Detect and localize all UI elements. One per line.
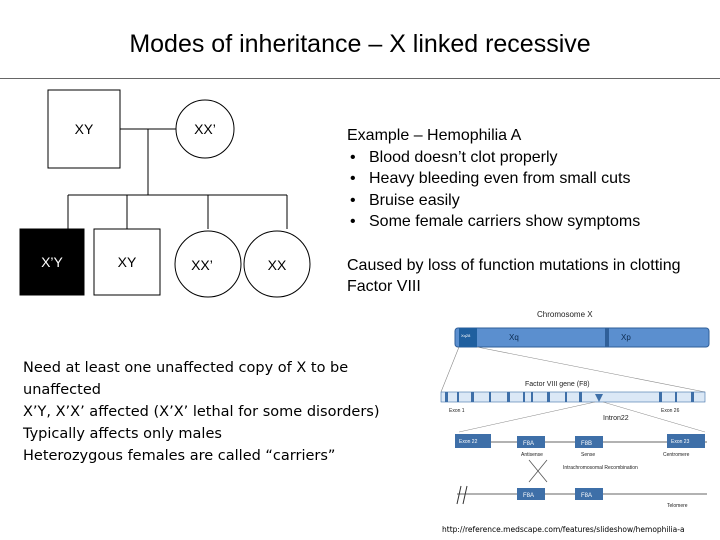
exon23-label: Exon 23	[671, 439, 690, 445]
symptom-list: Blood doesn’t clot properly Heavy bleedi…	[347, 147, 640, 233]
symptom-item: Heavy bleeding even from small cuts	[347, 168, 640, 190]
pedigree-lines	[67, 128, 288, 229]
centromere-mark	[605, 328, 609, 347]
child-3-label: XX’	[191, 257, 213, 273]
f8a-label-3: F8A	[581, 493, 592, 499]
exon-marks	[445, 392, 694, 402]
telomere-label: Telomere	[667, 503, 688, 509]
exon26-label: Exon 26	[661, 408, 680, 414]
f8a-box-1	[517, 436, 545, 448]
note-line: unaffected	[23, 382, 101, 398]
example-heading: Example – Hemophilia A	[347, 127, 522, 144]
centromere-label: Centromere	[663, 452, 690, 458]
f8a-box-3	[575, 488, 603, 500]
pedigree-diagram: XY XX’ X’Y XY XX’ XX	[19, 89, 311, 298]
note-line: X’Y, X’X’ affected (X’X’ lethal for some…	[23, 404, 380, 420]
notes-section: Need at least one unaffected copy of X t…	[23, 357, 380, 467]
zoom-line-right	[476, 346, 706, 393]
cause-text: Caused by loss of function mutations in …	[347, 257, 681, 295]
mother-circle	[175, 99, 235, 159]
break-mark-1	[456, 485, 462, 505]
source-url[interactable]: http://reference.medscape.com/features/s…	[442, 525, 685, 534]
factor-viii-figure: Chromosome X Xq28 Xq Xp Factor VIII gene…	[440, 310, 710, 509]
page-title: Modes of inheritance – X linked recessiv…	[129, 30, 591, 58]
symptom-item: Some female carriers show symptoms	[347, 211, 640, 233]
symptom-item: Bruise easily	[347, 190, 640, 212]
sense-label: Sense	[581, 452, 595, 458]
gene-bar	[440, 391, 706, 403]
intron-zoom-right	[602, 401, 706, 433]
example-section: Example – Hemophilia A Blood doesn’t clo…	[347, 125, 640, 233]
intron-label: Intron22	[603, 415, 629, 422]
f8a-box-2	[517, 488, 545, 500]
break-mark-2	[462, 485, 468, 505]
symptom-item: Blood doesn’t clot properly	[347, 147, 640, 169]
recombination-cross	[528, 459, 548, 483]
father-label: XY	[75, 121, 94, 137]
intron-marker	[595, 394, 603, 402]
child-2-label: XY	[118, 254, 137, 270]
f8a-label-2: F8A	[523, 493, 534, 499]
note-line: Need at least one unaffected copy of X t…	[23, 360, 349, 376]
affected-son-square	[19, 228, 85, 296]
f8b-label: F8B	[581, 441, 592, 447]
exon1-label: Exon 1	[449, 408, 465, 414]
carrier-daughter-circle	[174, 230, 242, 298]
recombination-label: Intrachromosomal Recombination	[563, 465, 638, 471]
xq-label: Xq	[509, 333, 519, 342]
band-label: Xq28	[461, 333, 471, 338]
xq28-band	[459, 328, 477, 347]
child-1-label: X’Y	[41, 254, 63, 270]
exon23-box	[667, 434, 705, 448]
gene-label: Factor VIII gene (F8)	[525, 381, 590, 388]
chromosome-title: Chromosome X	[537, 310, 593, 319]
title-divider	[0, 78, 720, 79]
intron-zoom-left	[458, 401, 596, 433]
son-square	[93, 228, 161, 296]
mother-label: XX’	[194, 121, 216, 137]
exon22-label: Exon 22	[459, 439, 478, 445]
xp-label: Xp	[621, 333, 631, 342]
antisense-label: Antisense	[521, 452, 543, 458]
exon22-box	[455, 434, 491, 448]
child-4-label: XX	[268, 257, 287, 273]
zoom-line-left	[440, 346, 460, 393]
f8a-label-1: F8A	[523, 441, 534, 447]
f8b-box	[575, 436, 603, 448]
note-line: Heterozygous females are called “carrier…	[23, 448, 336, 464]
chromosome-bar	[454, 327, 710, 348]
father-square	[47, 89, 121, 169]
note-line: Typically affects only males	[23, 426, 222, 442]
daughter-circle	[243, 230, 311, 298]
